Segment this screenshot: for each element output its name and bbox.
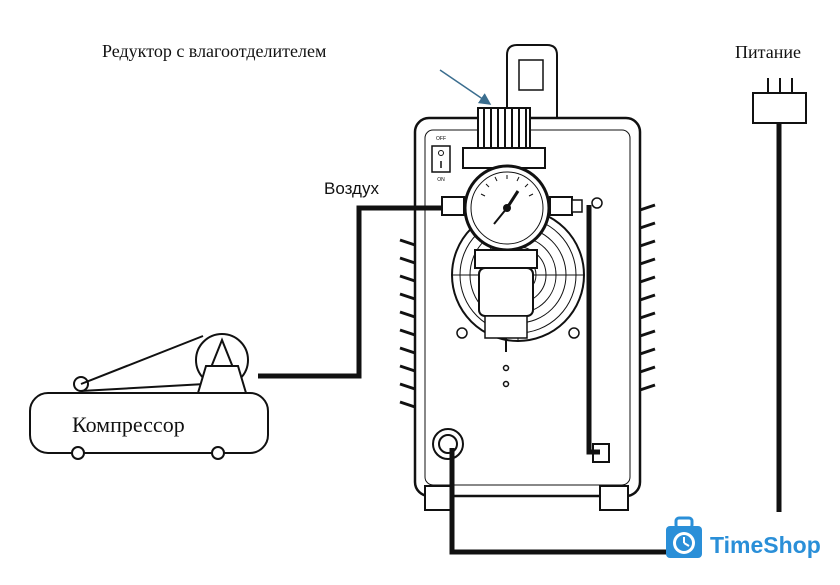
- water-separator-icon: [474, 249, 538, 388]
- welding-machine: OFF ON: [399, 44, 656, 511]
- compressor-icon: [29, 333, 269, 460]
- power-switch: OFF ON: [431, 136, 451, 183]
- pressure-gauge-icon: [463, 164, 551, 252]
- air-label: Воздух: [324, 179, 379, 198]
- power-plug-icon: [752, 78, 807, 124]
- internal-hose: [586, 205, 600, 455]
- compressor-label: Компрессор: [72, 412, 185, 437]
- regulator-label: Редуктор с влагоотделителем: [102, 41, 326, 61]
- switch-off-label: OFF: [436, 136, 446, 142]
- switch-on-label: ON: [437, 177, 445, 183]
- power-label: Питание: [735, 42, 801, 62]
- timeshop-logo: TimeShop: [666, 516, 821, 558]
- air-hose: [258, 205, 442, 379]
- regulator-pointer-arrow: [439, 69, 492, 105]
- logo-text: TimeShop: [710, 532, 821, 558]
- regulator-knob-icon: [462, 107, 546, 169]
- output-cable: [449, 448, 690, 555]
- torch-socket-icon: [432, 428, 464, 460]
